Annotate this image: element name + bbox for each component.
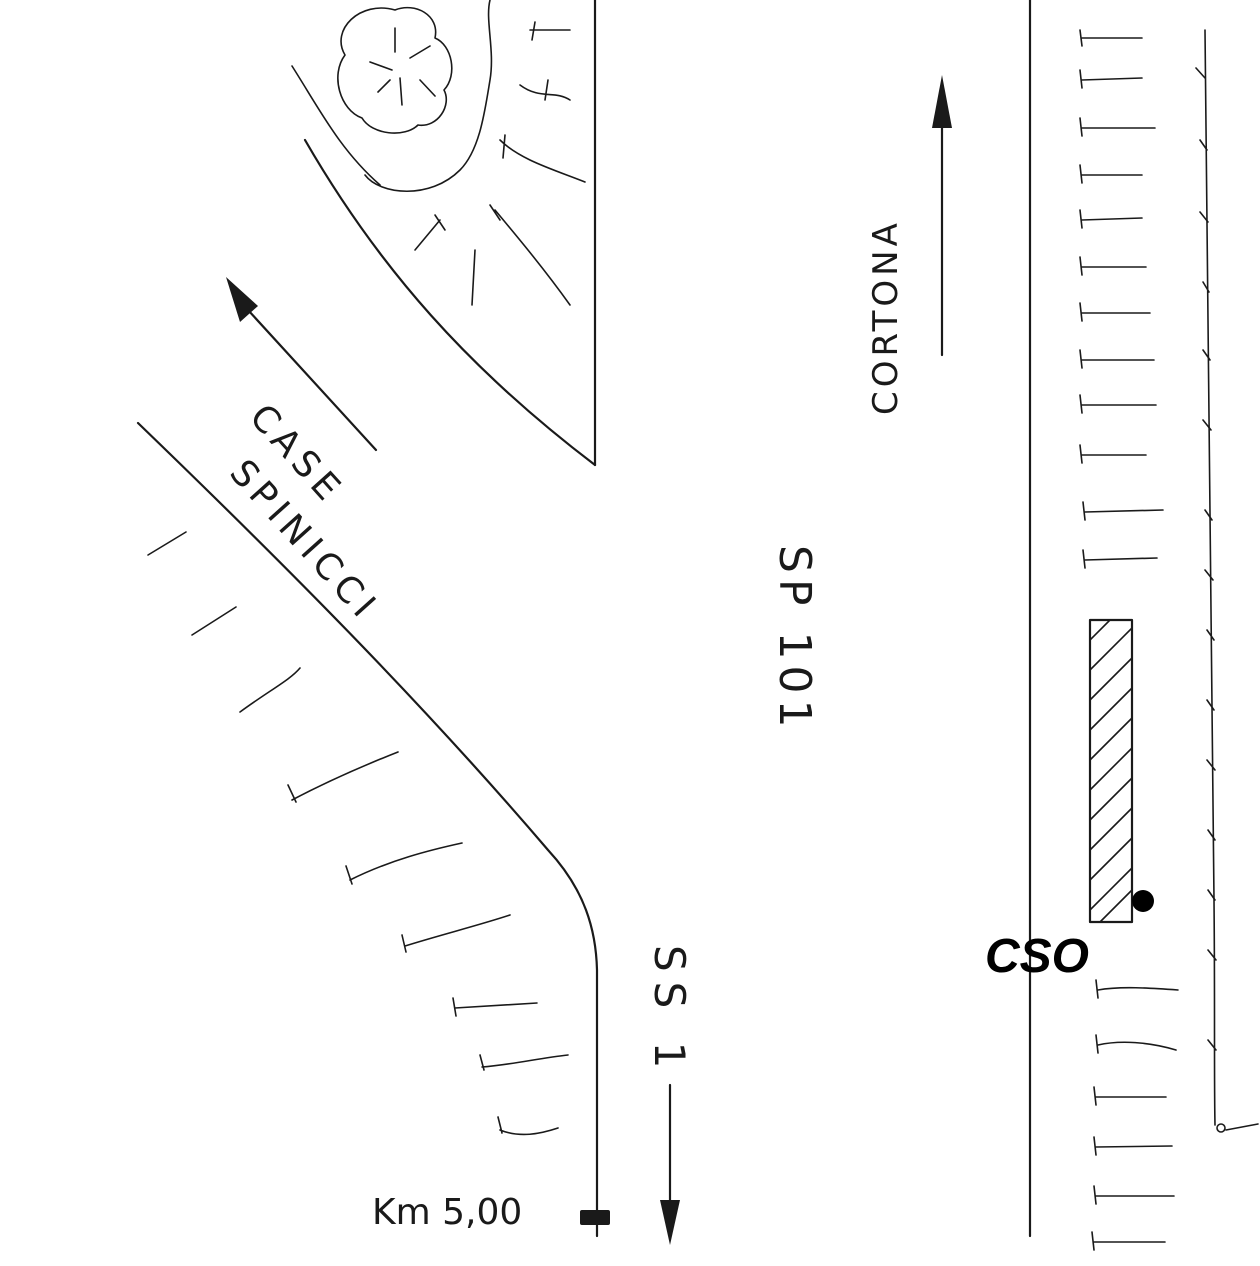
tree-icon <box>337 0 493 192</box>
km-marker-label: Km 5,00 <box>372 1192 522 1233</box>
embankment-marks-left <box>147 531 569 1136</box>
cso-label: CSO <box>985 930 1089 983</box>
ss1-label: SS 1 <box>645 945 694 1078</box>
island-curve <box>303 138 597 467</box>
arrow-up-left-icon <box>226 277 378 452</box>
case-spinicci-label: CASE SPINICCI <box>203 397 426 630</box>
island-vegetation <box>414 21 586 306</box>
ditch-line <box>1195 29 1259 1133</box>
ss1-left-edge <box>136 421 599 1238</box>
dot-icon <box>1132 890 1154 912</box>
embankment-marks-right <box>1079 29 1179 1251</box>
sp101-label: SP 101 <box>769 545 820 733</box>
km-post-icon <box>580 1210 610 1225</box>
arrow-up-icon <box>932 75 952 357</box>
cortona-label: CORTONA <box>866 219 906 415</box>
hatched-structure <box>1088 618 1134 924</box>
arrow-down-icon <box>660 1083 680 1245</box>
island-stroke-2 <box>291 65 381 186</box>
